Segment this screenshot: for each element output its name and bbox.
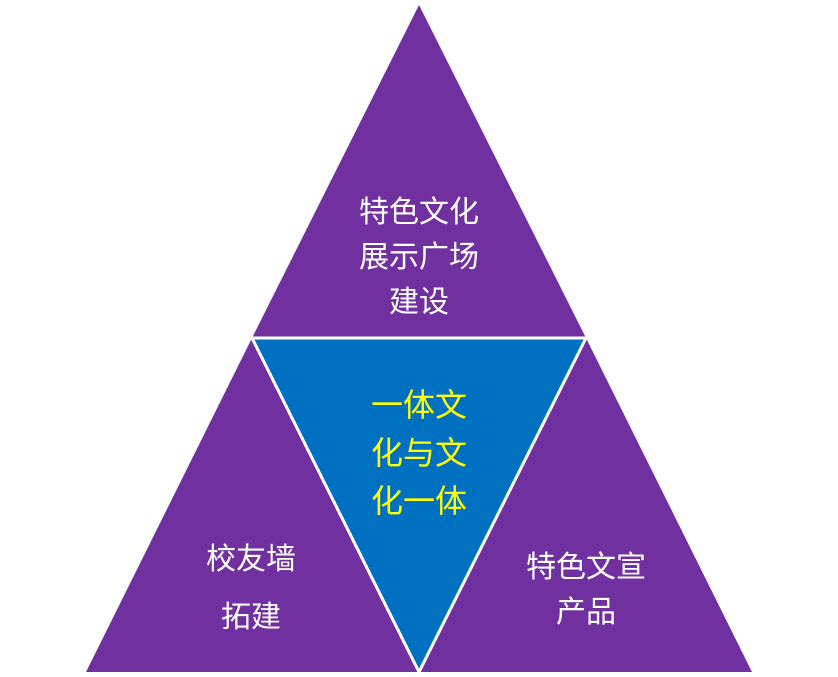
left-label: 校友墙 拓建 <box>151 531 351 647</box>
center-label: 一体文 化与文 化一体 <box>319 381 519 525</box>
top-label-line: 建设 <box>389 285 449 320</box>
top-label-line: 特色文化 <box>359 195 479 230</box>
top-label-line: 展示广场 <box>359 240 479 275</box>
right-triangle <box>419 338 752 672</box>
top-triangle <box>252 5 586 338</box>
center-label-line: 化一体 <box>370 482 467 520</box>
center-label-line: 一体文 <box>370 386 467 424</box>
center-label-line: 化与文 <box>370 434 467 472</box>
right-label-line: 产品 <box>556 595 616 630</box>
top-label: 特色文化 展示广场 建设 <box>319 190 519 325</box>
center-triangle <box>249 336 589 676</box>
left-label-line: 拓建 <box>221 600 281 635</box>
right-label: 特色文宣 产品 <box>486 545 686 635</box>
right-label-line: 特色文宣 <box>526 550 646 585</box>
left-label-line: 校友墙 <box>206 542 296 577</box>
left-triangle <box>86 338 419 672</box>
